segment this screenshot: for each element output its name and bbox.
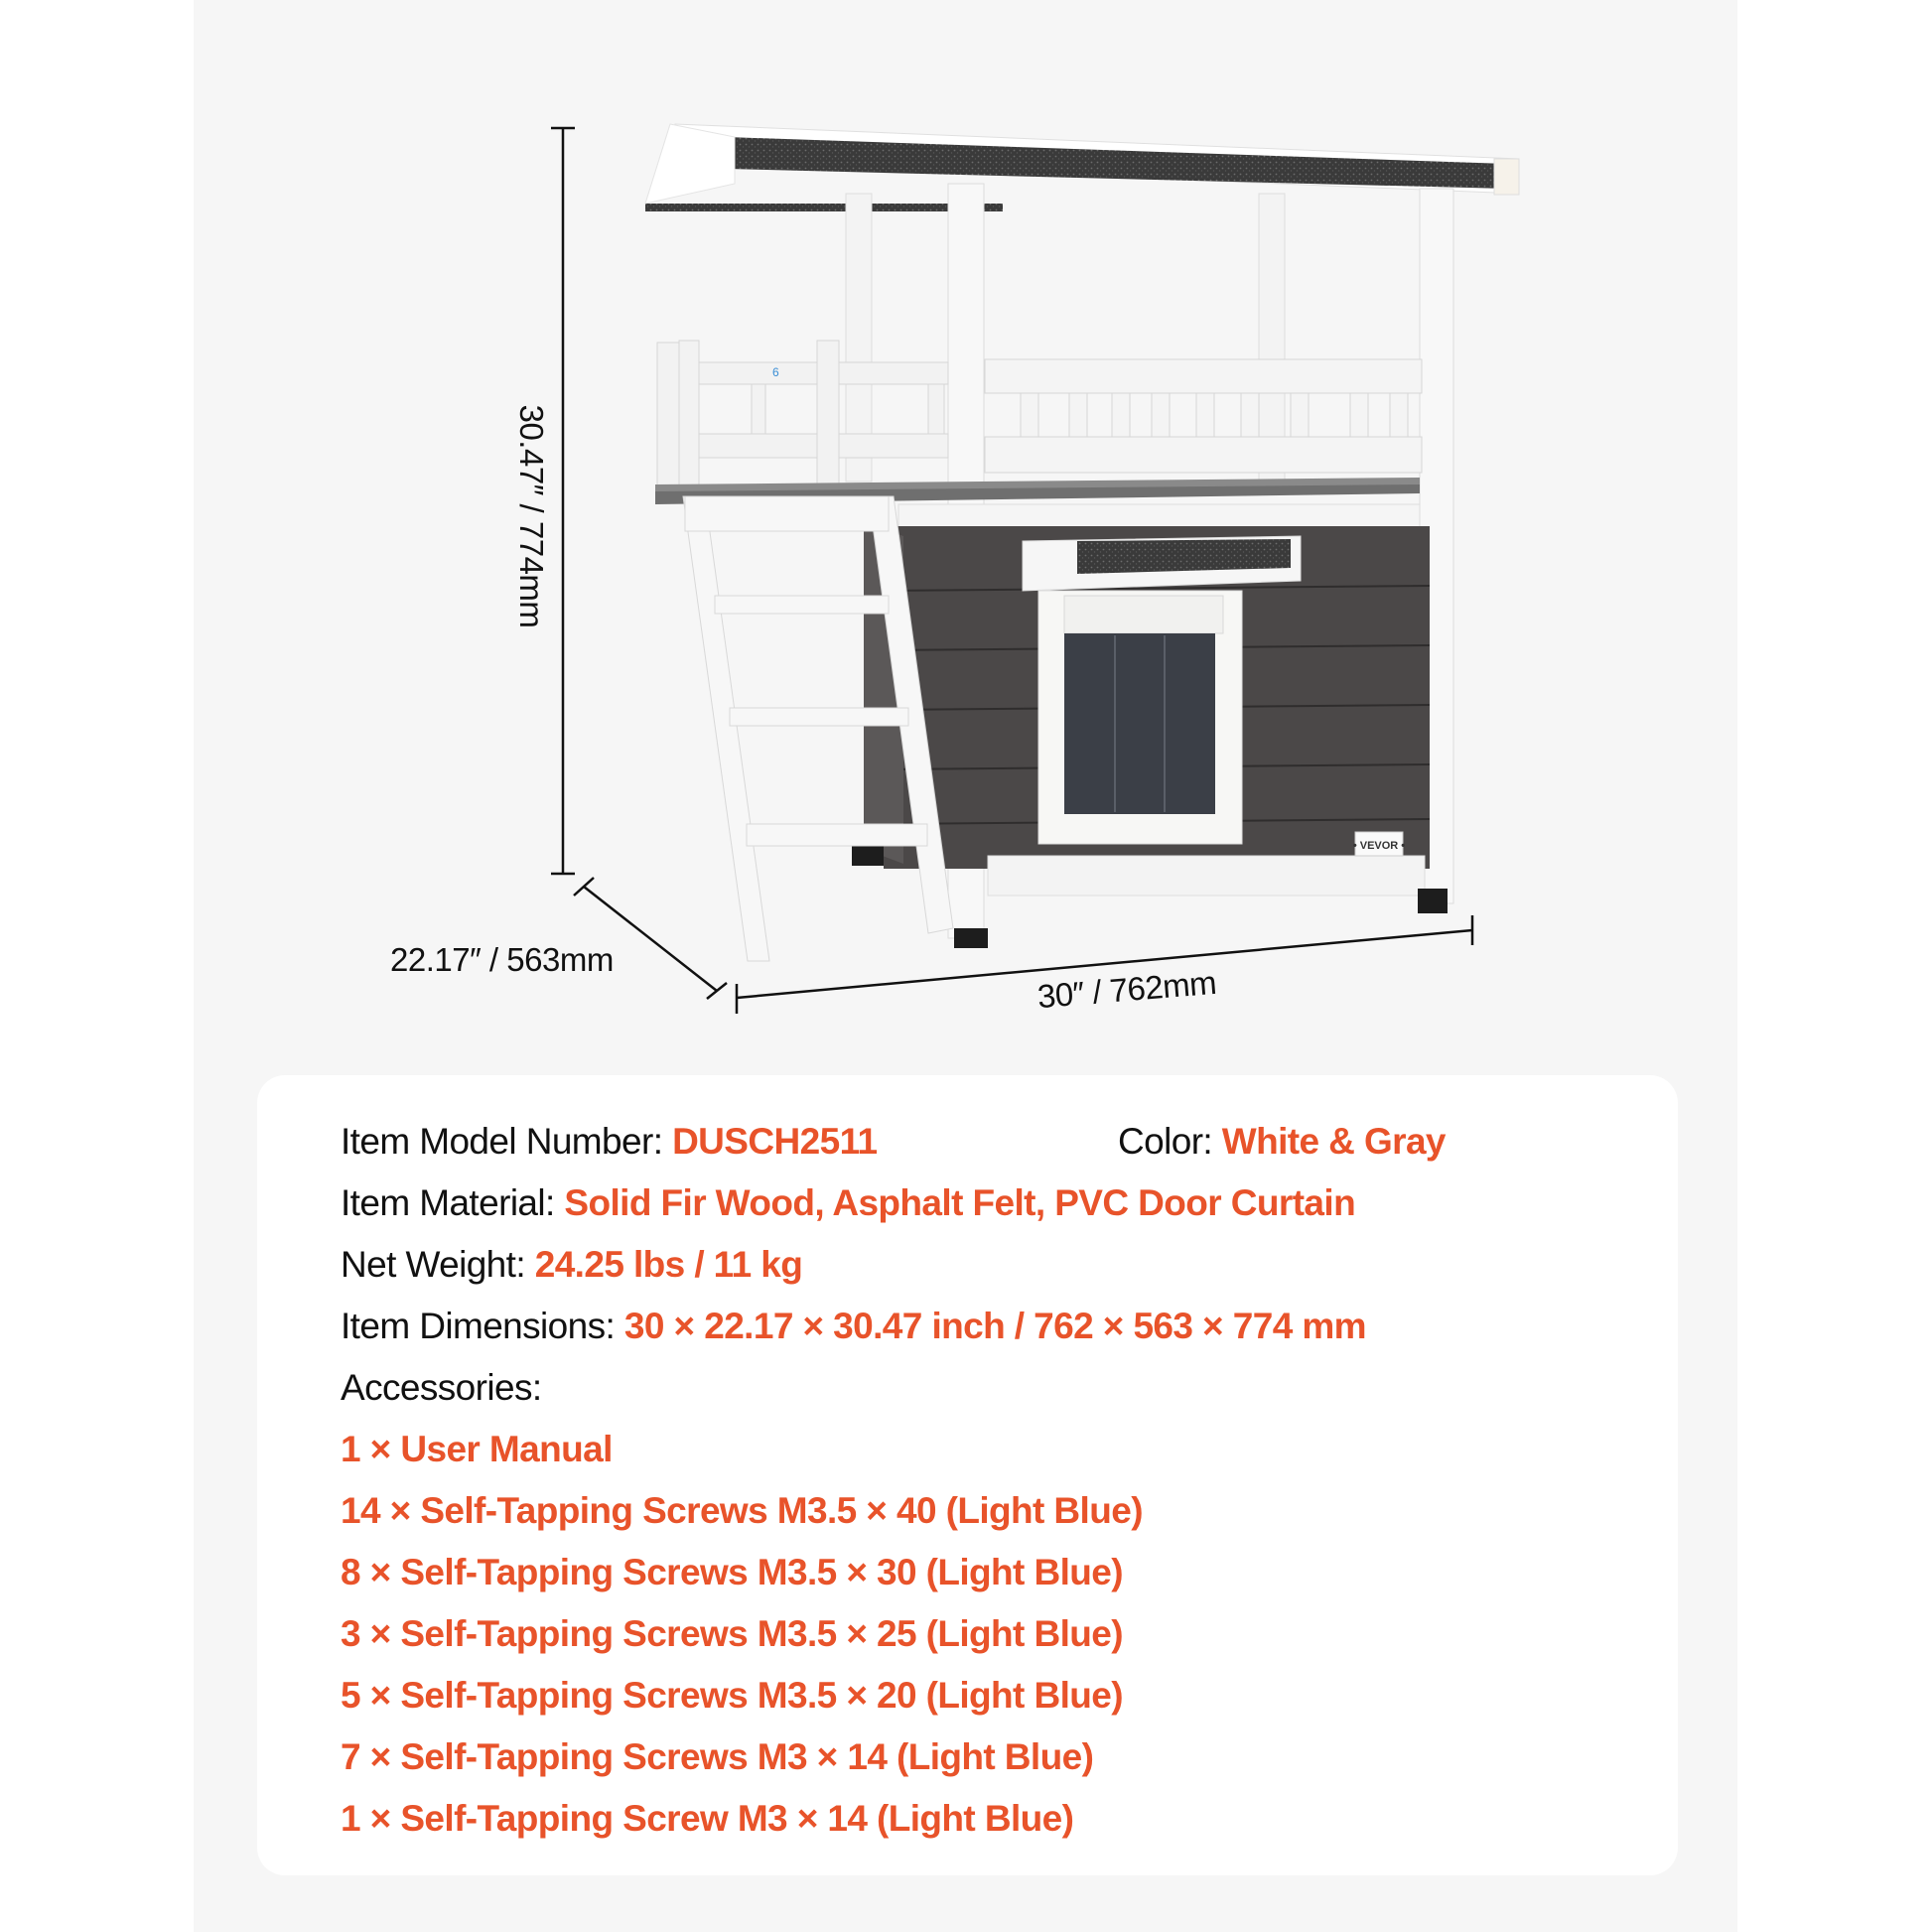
spec-weight-value: 24.25 lbs / 11 kg [534, 1244, 803, 1285]
accessory-item: 1 × User Manual [341, 1429, 613, 1469]
spec-accessories: Accessories: [341, 1366, 542, 1410]
spec-color-label: Color: [1118, 1121, 1222, 1162]
spec-accessories-label: Accessories: [341, 1367, 542, 1408]
accessory-item: 3 × Self-Tapping Screws M3.5 × 25 (Light… [341, 1613, 1124, 1654]
height-dimension-line [551, 126, 575, 876]
spec-dimensions: Item Dimensions: 30 × 22.17 × 30.47 inch… [341, 1305, 1367, 1348]
accessory-item: 5 × Self-Tapping Screws M3.5 × 20 (Light… [341, 1675, 1124, 1716]
accessory-item: 8 × Self-Tapping Screws M3.5 × 30 (Light… [341, 1552, 1124, 1592]
spec-model-label: Item Model Number: [341, 1121, 673, 1162]
spec-model-value: DUSCH2511 [672, 1121, 878, 1162]
accessory-item: 1 × Self-Tapping Screw M3 × 14 (Light Bl… [341, 1798, 1074, 1839]
specifications-card [257, 1075, 1678, 1875]
spec-color: Color: White & Gray [1118, 1120, 1447, 1164]
width-dimension-line [735, 915, 1474, 1014]
balcony-number-label: 6 [772, 365, 779, 379]
spec-dimensions-value: 30 × 22.17 × 30.47 inch / 762 × 563 × 77… [623, 1306, 1367, 1346]
product-illustration: 6 • VEVOR • [551, 123, 1520, 1014]
spec-weight: Net Weight: 24.25 lbs / 11 kg [341, 1243, 803, 1287]
spec-material-label: Item Material: [341, 1182, 565, 1223]
spec-weight-label: Net Weight: [341, 1244, 535, 1285]
spec-color-value: White & Gray [1221, 1121, 1447, 1162]
spec-material: Item Material: Solid Fir Wood, Asphalt F… [341, 1181, 1356, 1225]
depth-dimension-line [573, 877, 728, 1000]
spec-material-value: Solid Fir Wood, Asphalt Felt, PVC Door C… [564, 1182, 1356, 1223]
accessory-item: 14 × Self-Tapping Screws M3.5 × 40 (Ligh… [341, 1490, 1144, 1531]
height-dimension-label: 30.47″ / 774mm [513, 404, 550, 628]
accessory-item: 7 × Self-Tapping Screws M3 × 14 (Light B… [341, 1736, 1094, 1777]
brand-badge: • VEVOR • [1353, 840, 1405, 852]
spec-dimensions-label: Item Dimensions: [341, 1306, 624, 1346]
spec-model: Item Model Number: DUSCH2511 [341, 1120, 878, 1164]
depth-dimension-label: 22.17″ / 563mm [390, 941, 614, 978]
